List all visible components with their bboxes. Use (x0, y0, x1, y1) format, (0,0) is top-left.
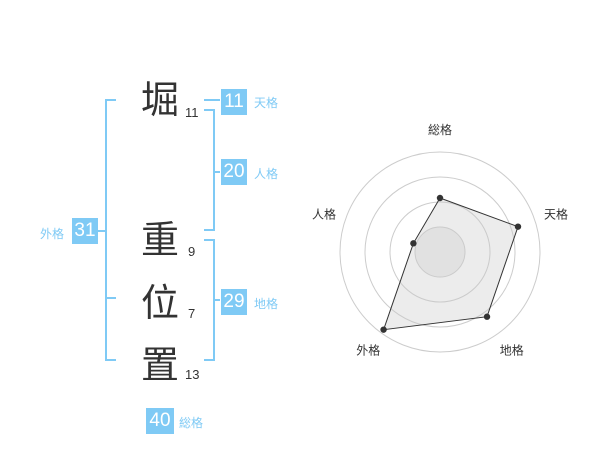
radar-axis-label-3: 外格 (356, 343, 380, 358)
stroke-count-1: 11 (185, 105, 199, 120)
jinkaku-badge: 20 (221, 159, 247, 185)
jinkaku-bracket (204, 109, 215, 231)
chikaku-badge: 29 (221, 289, 247, 315)
jinkaku-label: 人格 (254, 167, 279, 181)
name-char-2: 重 (141, 218, 180, 262)
radar-point-1 (514, 223, 522, 230)
radar-axis-label-2: 地格 (500, 343, 524, 358)
gaikaku-badge: 31 (72, 218, 98, 244)
radar-axis-label-4: 人格 (312, 206, 336, 221)
radar-ring-3 (364, 176, 516, 328)
radar-axis-label-0: 総格 (428, 122, 452, 137)
tenkaku-badge: 11 (221, 89, 247, 115)
radar-ring-4 (339, 151, 541, 353)
radar-point-4 (410, 240, 417, 247)
radar-ring-1 (414, 226, 466, 278)
tenkaku-label: 天格 (254, 96, 279, 110)
radar-point-2 (483, 313, 491, 320)
gaikaku-label: 外格 (40, 227, 65, 241)
soukaku-badge: 40 (146, 408, 174, 434)
radar-grid (339, 151, 541, 353)
stroke-count-4: 13 (185, 367, 200, 382)
radar-point-0 (436, 194, 444, 202)
radar-ring-2 (389, 201, 491, 303)
soukaku-label: 総格 (179, 416, 204, 430)
radar-axis-label-1: 天格 (544, 206, 568, 221)
chikaku-label: 地格 (254, 297, 279, 311)
radar-series-points (380, 194, 522, 333)
name-char-3: 位 (141, 281, 180, 325)
name-char-4: 置 (141, 343, 180, 387)
stroke-count-2: 9 (188, 244, 196, 259)
name-char-1: 堀 (141, 78, 180, 122)
radar-series-area (382, 197, 519, 331)
radar-point-3 (380, 326, 387, 333)
stroke-count-3: 7 (188, 306, 196, 321)
